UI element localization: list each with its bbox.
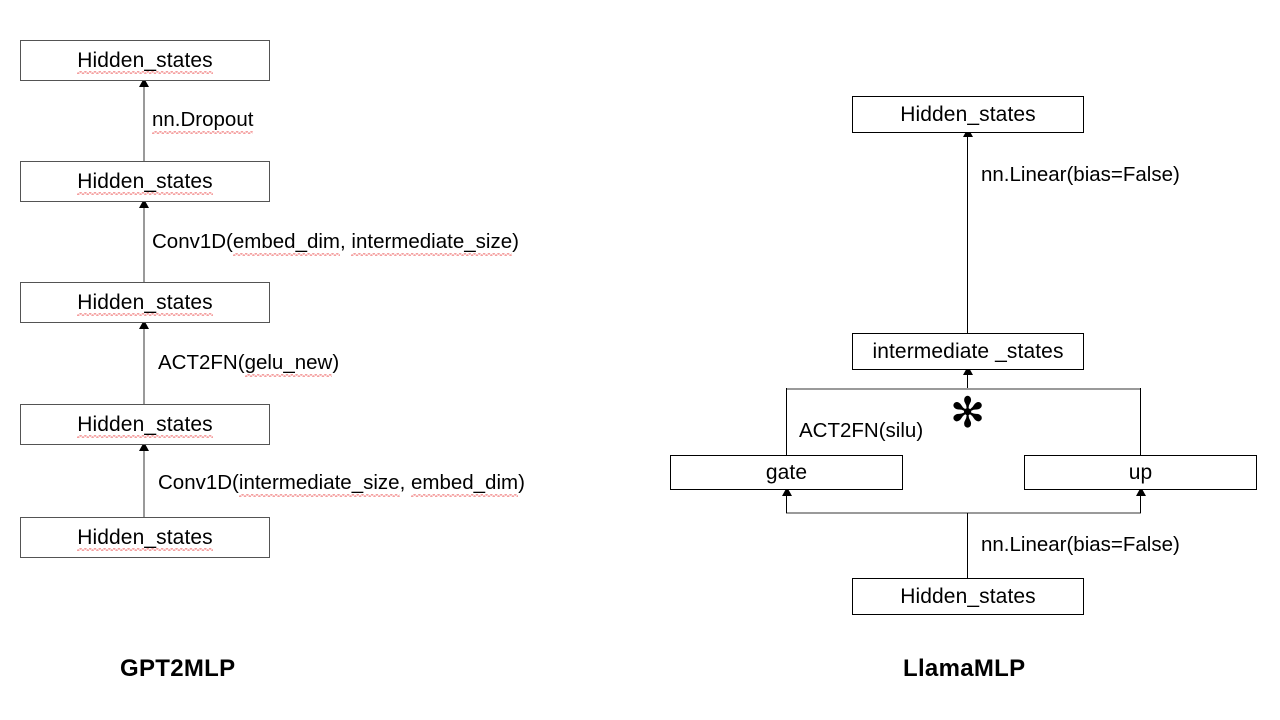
gpt2-node-hidden-states-3[interactable]: Hidden_states xyxy=(20,282,270,323)
llama-node-gate[interactable]: gate xyxy=(670,455,903,490)
gpt2-connector-act xyxy=(143,323,145,405)
gpt2-edge-label-conv-down: Conv1D(intermediate_size, embed_dim) Con… xyxy=(158,471,525,496)
llama-caption: LlamaMLP xyxy=(903,655,1026,682)
node-label: intermediate _states xyxy=(872,340,1064,363)
llama-arrowhead-gate xyxy=(782,487,792,496)
llama-connector-input-stem xyxy=(967,513,969,579)
llama-bracket-top-horizontal xyxy=(786,388,1141,390)
node-label: Hidden_states xyxy=(900,103,1036,126)
llama-node-intermediate-states[interactable]: intermediate _states xyxy=(852,333,1084,370)
node-label: Hidden_states xyxy=(77,290,213,316)
gpt2-arrowhead-conv-up xyxy=(139,199,149,208)
node-label: Hidden_states xyxy=(77,48,213,74)
gpt2-connector-dropout xyxy=(143,82,145,162)
llama-edge-label-down-proj: nn.Linear(bias=False) xyxy=(981,163,1180,186)
llama-edge-label-proj: nn.Linear(bias=False) xyxy=(981,533,1180,556)
llama-bracket-bottom-right-riser xyxy=(1140,492,1142,513)
llama-bracket-bottom-horizontal xyxy=(786,512,1141,514)
node-label: Hidden_states xyxy=(77,412,213,438)
node-label: Hidden_states xyxy=(900,585,1036,608)
gpt2-node-hidden-states-output[interactable]: Hidden_states xyxy=(20,40,270,81)
gpt2-arrowhead-act xyxy=(139,320,149,329)
gpt2-node-hidden-states-input[interactable]: Hidden_states xyxy=(20,517,270,558)
llama-node-hidden-states-input[interactable]: Hidden_states xyxy=(852,578,1084,615)
gpt2-caption: GPT2MLP xyxy=(120,655,236,682)
gpt2-edge-label-conv-up: Conv1D(embed_dim, intermediate_size) Con… xyxy=(152,230,519,255)
llama-connector-down-proj xyxy=(967,133,969,334)
gpt2-arrowhead-dropout xyxy=(139,78,149,87)
node-label: up xyxy=(1128,461,1153,484)
gpt2-connector-conv-up xyxy=(143,203,145,283)
node-label: gate xyxy=(765,461,808,484)
llama-bracket-bottom-left-riser xyxy=(786,492,788,513)
llama-elementwise-multiply-icon: ✻ xyxy=(950,388,986,437)
llama-arrowhead-multiply xyxy=(963,366,973,375)
llama-arrowhead-up xyxy=(1136,487,1146,496)
edge-label-text: Conv1D(intermediate_size, embed_dim) xyxy=(158,471,525,496)
llama-bracket-top-left-riser xyxy=(786,388,788,456)
llama-bracket-top-right-riser xyxy=(1140,388,1142,456)
llama-edge-label-act: ACT2FN(silu) xyxy=(799,419,924,442)
gpt2-edge-label-act: ACT2FN(gelu_new) ACT2FN(gelu_new) xyxy=(158,351,340,376)
llama-node-hidden-states-output[interactable]: Hidden_states xyxy=(852,96,1084,133)
llama-node-up[interactable]: up xyxy=(1024,455,1257,490)
edge-label-text: Conv1D(embed_dim, intermediate_size) xyxy=(152,230,519,255)
llama-connector-multiply xyxy=(967,370,969,390)
gpt2-connector-conv-down xyxy=(143,445,145,518)
gpt2-edge-label-dropout: nn.Dropout xyxy=(152,108,254,133)
gpt2-arrowhead-conv-down xyxy=(139,442,149,451)
gpt2-node-hidden-states-2[interactable]: Hidden_states xyxy=(20,404,270,445)
node-label: Hidden_states xyxy=(77,169,213,195)
edge-label-text: ACT2FN(gelu_new) xyxy=(158,351,340,376)
node-label: Hidden_states xyxy=(77,525,213,551)
gpt2-node-hidden-states-4[interactable]: Hidden_states xyxy=(20,161,270,202)
